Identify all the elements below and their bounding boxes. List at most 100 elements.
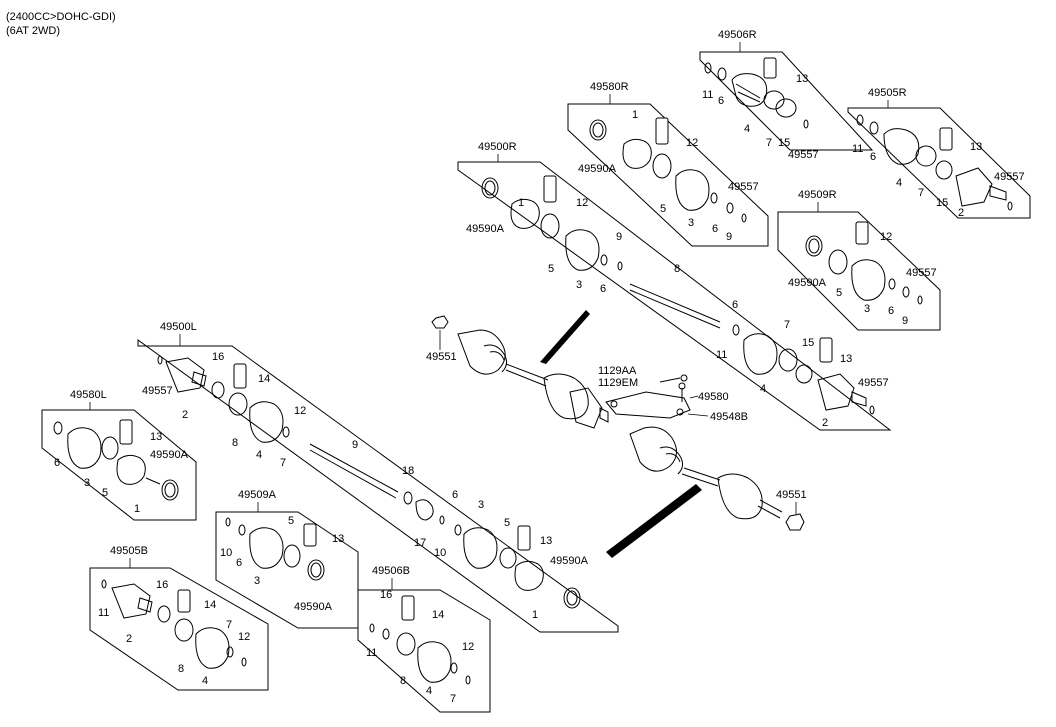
pointer-wedge-upper [540,310,590,364]
num-11: 11 [716,349,727,361]
label-49580R: 49580R [590,81,629,93]
num-8: 8 [232,437,238,449]
num-13: 13 [840,353,852,365]
num-1: 1 [532,609,538,621]
num-11: 11 [702,89,713,101]
left-shaft-assembly [629,426,677,472]
num-6: 6 [732,299,738,311]
code-49551: 49551 [776,489,807,501]
code-49557: 49557 [994,171,1025,183]
box-49580R [567,103,769,247]
num-13: 13 [970,141,982,153]
num-9: 9 [902,315,908,327]
code-49557: 49557 [142,385,173,397]
num-6: 6 [712,223,718,235]
num-9: 9 [352,439,358,451]
box-49580L [41,409,197,521]
num-7: 7 [450,693,456,705]
code-49590A: 49590A [294,601,333,613]
box-49506B [357,589,491,713]
num-5: 5 [504,517,510,529]
num-8: 8 [178,663,184,675]
code-49551: 49551 [426,351,457,363]
num-5: 5 [660,203,666,215]
box-49509R [777,211,941,331]
num-14: 14 [432,609,444,621]
nut-49551-upper [431,315,449,329]
num-12: 12 [686,137,698,149]
num-4: 4 [896,177,902,189]
code-49590A: 49590A [466,223,505,235]
num-5: 5 [548,263,554,275]
num-5: 5 [288,515,294,527]
num-6: 6 [870,151,876,163]
num-6: 6 [236,557,242,569]
box-49505B [89,567,269,691]
num-9: 9 [726,231,732,243]
num-4: 4 [256,449,262,461]
num-3: 3 [254,575,260,587]
label-49509R: 49509R [798,189,837,201]
num-3: 3 [478,499,484,511]
num-6: 6 [718,95,724,107]
num-14: 14 [204,599,216,611]
num-17: 17 [414,537,426,549]
num-3: 3 [84,477,90,489]
num-3: 3 [576,279,582,291]
num-18: 18 [402,465,414,477]
num-11: 11 [852,143,863,155]
transmission-spec-text: (6AT 2WD) [6,25,60,37]
label-49509A: 49509A [238,489,277,501]
bracket-49548B [605,391,691,419]
num-15: 15 [936,197,948,209]
num-7: 7 [784,319,790,331]
num-13: 13 [540,535,552,547]
num-12: 12 [294,405,306,417]
num-9: 9 [616,231,622,243]
label-49500L: 49500L [160,321,197,333]
engine-spec-text: (2400CC>DOHC-GDI) [6,11,116,23]
code-49590A: 49590A [150,449,189,461]
num-4: 4 [202,675,208,687]
num-15: 15 [802,337,814,349]
num-2: 2 [958,207,964,219]
num-7: 7 [226,619,232,631]
num-2: 2 [126,633,132,645]
num-12: 12 [576,197,588,209]
num-7: 7 [766,137,772,149]
num-6: 6 [600,283,606,295]
nut-49551-lower [785,513,805,531]
code-49557: 49557 [858,377,889,389]
label-49580L: 49580L [70,389,107,401]
num-2: 2 [182,409,188,421]
num-10: 10 [220,547,232,559]
label-49506B: 49506B [372,565,410,577]
num-4: 4 [426,685,432,697]
code-49590A: 49590A [788,277,827,289]
num-4: 4 [744,123,750,135]
num-5: 5 [102,487,108,499]
box-49506R [699,51,874,151]
num-8: 8 [400,675,406,687]
code-49557: 49557 [728,181,759,193]
num-16: 16 [380,589,392,601]
num-1: 1 [518,197,524,209]
right-shaft-assembly [457,329,506,375]
code-1129AA: 1129AA [598,365,637,377]
num-6: 6 [888,305,894,317]
num-11: 11 [98,607,109,619]
num-3: 3 [864,303,870,315]
num-12: 12 [238,631,250,643]
num-13: 13 [150,431,162,443]
code-49590A: 49590A [550,555,589,567]
num-2: 2 [822,417,828,429]
box-49509A [215,511,359,629]
num-15: 15 [778,137,790,149]
box-49505R [847,107,1031,219]
num-14: 14 [258,373,270,385]
num-16: 16 [212,351,224,363]
box-49500R [457,161,892,431]
label-49505R: 49505R [868,87,907,99]
num-4: 4 [760,383,766,395]
